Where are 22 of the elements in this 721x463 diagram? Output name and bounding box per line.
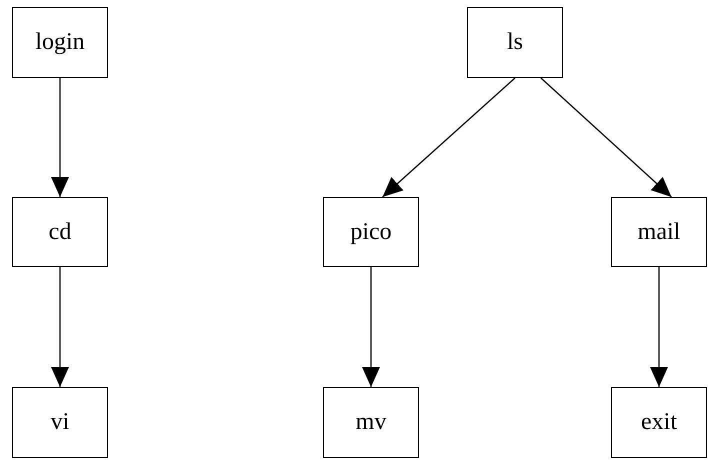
arrow — [540, 78, 672, 198]
arrow — [382, 78, 516, 198]
command-box — [611, 197, 707, 267]
command-box — [323, 387, 419, 458]
command-label: pico — [350, 218, 392, 246]
command-box — [323, 197, 419, 267]
arrow — [650, 267, 668, 387]
command-box — [611, 387, 707, 458]
command-label: cd — [48, 218, 72, 246]
arrow — [362, 267, 380, 387]
command-label: login — [35, 29, 85, 56]
command-label: mv — [356, 409, 386, 436]
command-label: mail — [638, 218, 680, 246]
command-box — [12, 197, 108, 267]
command-box — [12, 387, 108, 458]
arrow — [51, 267, 69, 387]
arrow — [51, 78, 69, 197]
command-box — [12, 7, 108, 78]
command-label: vi — [50, 409, 70, 436]
command-label: exit — [641, 409, 677, 436]
command-label: ls — [506, 29, 523, 56]
command-box — [467, 7, 563, 78]
